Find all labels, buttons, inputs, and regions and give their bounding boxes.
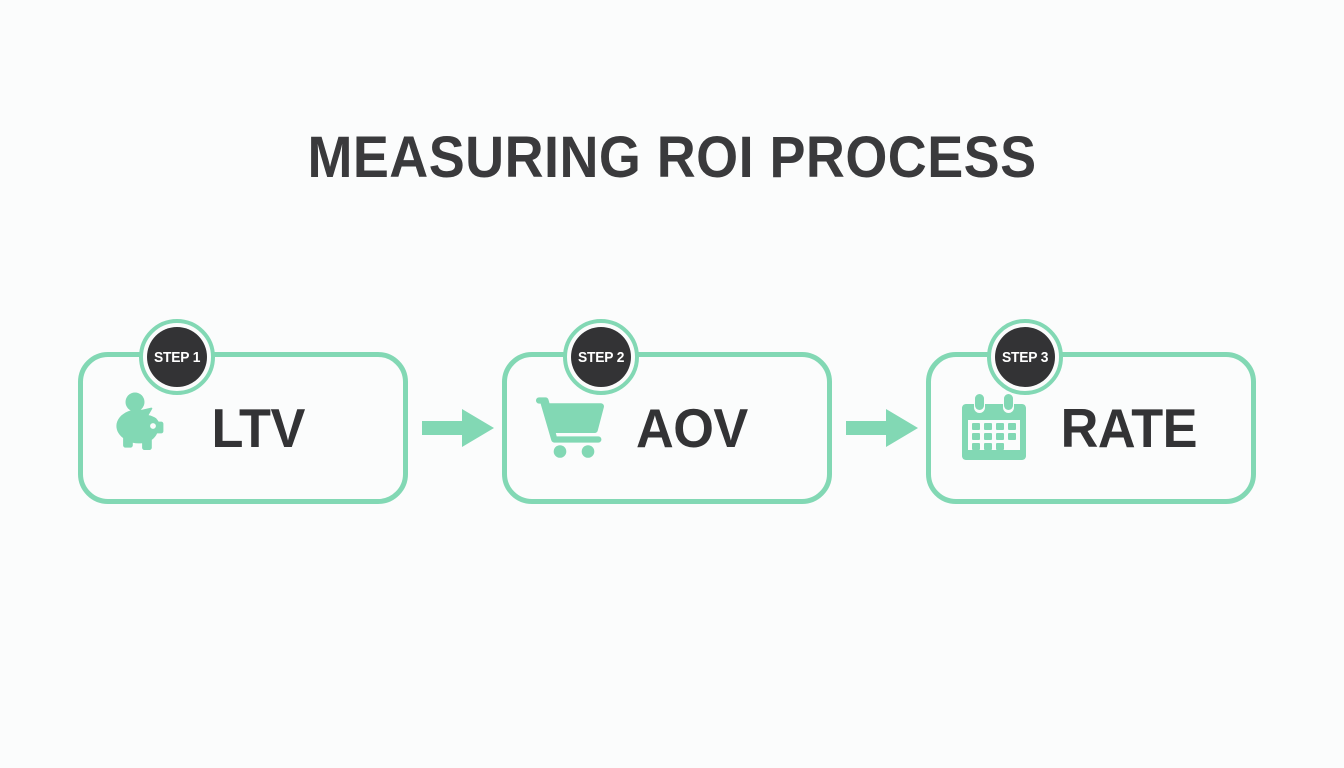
step-badge-2-disc: STEP 2 (571, 327, 631, 387)
step-badge-1-disc: STEP 1 (147, 327, 207, 387)
arrow-right-icon-2 (846, 409, 918, 447)
piggy-bank-icon (109, 391, 183, 465)
page-title: MEASURING ROI PROCESS (307, 125, 1037, 190)
step-label-3: RATE (1060, 396, 1198, 459)
step-card-1[interactable]: LTV STEP 1 (78, 319, 408, 504)
process-steps-row: LTV STEP 1 (78, 319, 1268, 514)
shopping-cart-icon (533, 391, 607, 465)
step-badge-1[interactable]: STEP 1 (139, 319, 215, 395)
step-card-2-content: AOV (507, 357, 827, 499)
step-badge-1-text: STEP 1 (153, 348, 201, 366)
step-card-2[interactable]: AOV STEP 2 (502, 319, 832, 504)
step-card-3-content: RATE (931, 357, 1251, 499)
step-badge-3-disc: STEP 3 (995, 327, 1055, 387)
step-badge-2[interactable]: STEP 2 (563, 319, 639, 395)
step-badge-3[interactable]: STEP 3 (987, 319, 1063, 395)
step-badge-3-text: STEP 3 (1001, 348, 1049, 366)
arrow-right-icon-1 (422, 409, 494, 447)
step-card-3[interactable]: RATE STEP 3 (926, 319, 1256, 504)
step-card-1-content: LTV (83, 357, 403, 499)
step-badge-2-text: STEP 2 (577, 348, 625, 366)
step-label-1: LTV (211, 396, 305, 459)
calendar-icon (957, 391, 1031, 465)
step-label-2: AOV (635, 396, 748, 459)
